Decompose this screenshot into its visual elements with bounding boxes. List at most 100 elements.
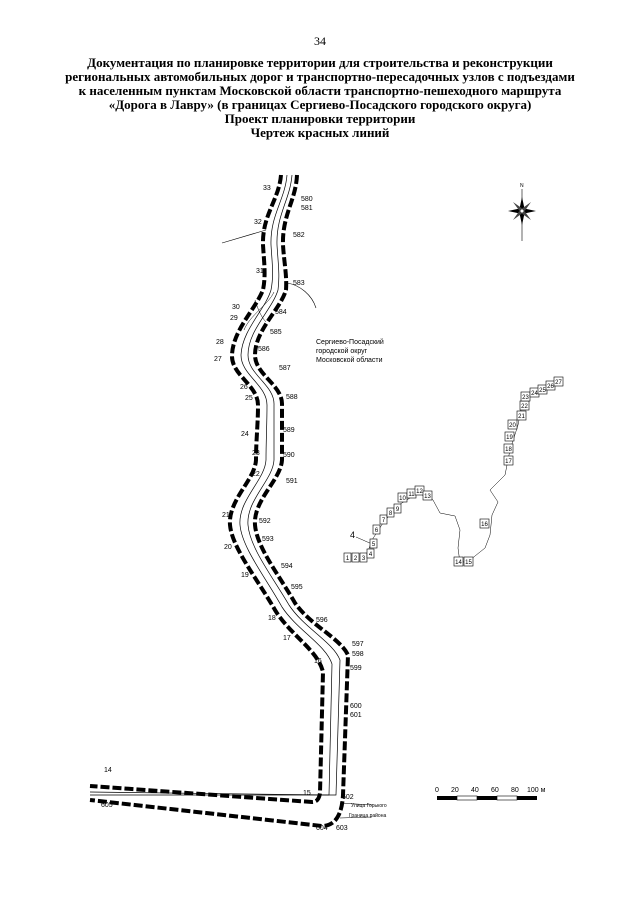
road-edge (254, 299, 267, 323)
point-label: 600 (350, 703, 362, 710)
inset-box-label: 13 (424, 494, 431, 500)
point-label: 584 (275, 309, 287, 316)
point-label: 31 (256, 268, 264, 275)
inset-box-label: 3 (362, 556, 366, 562)
point-label: 586 (258, 346, 270, 353)
scale-label: 60 (491, 787, 499, 794)
scale-label: 80 (511, 787, 519, 794)
point-label: 15 (303, 790, 311, 797)
region-label: Сергиево-Посадский городской округ Моско… (316, 338, 384, 364)
point-label: 595 (291, 584, 303, 591)
road-corridor (89, 174, 351, 829)
point-label: 582 (293, 232, 305, 239)
right-point-labels: 580 581 582 583 584 585 586 587 588 589 … (258, 196, 364, 832)
title-line: «Дорога в Лавру» (в границах Сергиево-По… (108, 97, 532, 112)
inset-box-label: 21 (518, 414, 525, 420)
scale-label: 40 (471, 787, 479, 794)
inset-box-label: 14 (455, 560, 462, 566)
inset-box-label: 1 (346, 556, 350, 562)
point-label: 32 (254, 219, 262, 226)
inset-box-label: 27 (555, 380, 562, 386)
inset-box-label: 12 (416, 489, 423, 495)
point-label: 603 (336, 825, 348, 832)
point-label: 596 (316, 617, 328, 624)
inset-box-label: 2 (354, 556, 358, 562)
inset-box-label: 19 (506, 435, 513, 441)
compass-rose-icon: N (508, 183, 536, 241)
point-label: 22 (252, 471, 260, 478)
inset-box-label: 8 (389, 511, 393, 517)
point-label: 17 (283, 635, 291, 642)
inset-box-label: 17 (505, 459, 512, 465)
context-lines (221, 229, 373, 819)
inset-box-label: 22 (521, 404, 528, 410)
left-point-labels: 33 32 31 30 29 28 27 26 25 24 23 22 21 2… (101, 185, 328, 832)
point-label: 16 (314, 658, 322, 665)
document-title: Документация по планировке территории дл… (60, 56, 580, 140)
inset-box-label: 25 (539, 388, 546, 394)
street-label: Граница района (349, 812, 386, 819)
point-label: 587 (279, 365, 291, 372)
inset-box-label: 10 (399, 496, 406, 502)
inset-overview-map: 4 1 2 3 4 5 6 7 8 9 10 11 12 13 14 15 16… (343, 376, 564, 567)
point-label: 18 (268, 615, 276, 622)
point-label: 593 (262, 536, 274, 543)
point-label: 19 (241, 572, 249, 579)
inset-box-label: 11 (408, 492, 415, 498)
scale-label: 0 (435, 787, 439, 794)
point-label: 29 (230, 315, 238, 322)
title-line: Проект планировки территории (224, 111, 416, 126)
inset-box-label: 9 (396, 507, 400, 513)
red-line-right (89, 174, 351, 829)
point-label: 30 (232, 304, 240, 311)
inset-box-label: 4 (369, 552, 373, 558)
point-label: 24 (241, 431, 249, 438)
point-label: 601 (350, 712, 362, 719)
road-edge (243, 291, 275, 331)
point-label: 583 (293, 280, 305, 287)
point-label: 589 (283, 427, 295, 434)
point-label: 597 (352, 641, 364, 648)
point-label: 26 (240, 384, 248, 391)
point-label: 14 (104, 767, 112, 774)
inset-box-label: 5 (372, 542, 376, 548)
scale-label: 20 (451, 787, 459, 794)
inset-box-label: 7 (382, 518, 386, 524)
region-label-line: городской округ (316, 347, 368, 355)
point-label: 602 (342, 794, 354, 801)
road-edge (90, 174, 341, 796)
inset-box-label: 16 (481, 522, 488, 528)
point-label: 581 (301, 205, 313, 212)
point-label: 605 (101, 802, 113, 809)
inset-label: 4 (350, 530, 355, 540)
title-line: к населенным пунктам Московской области … (78, 83, 562, 98)
point-label: 585 (270, 329, 282, 336)
page-number: 34 (314, 34, 326, 48)
point-label: 604 (316, 825, 328, 832)
point-label: 33 (263, 185, 271, 192)
point-label: 25 (245, 395, 253, 402)
scale-label: 100 м (527, 787, 546, 794)
point-label: 28 (216, 339, 224, 346)
point-label: 590 (283, 452, 295, 459)
title-line: Чертеж красных линий (250, 125, 390, 140)
point-label: 598 (352, 651, 364, 658)
region-label-line: Сергиево-Посадский (316, 338, 384, 346)
title-line: региональных автомобильных дорог и транс… (65, 69, 575, 84)
inset-box-label: 15 (465, 560, 472, 566)
point-label: 591 (286, 478, 298, 485)
region-label-line: Московской области (316, 356, 383, 364)
point-label: 21 (222, 512, 230, 519)
inset-box-label: 6 (375, 528, 379, 534)
point-label: 20 (224, 544, 232, 551)
point-label: 594 (281, 563, 293, 570)
inset-box-label: 24 (531, 391, 538, 397)
inset-box-label: 26 (547, 384, 554, 390)
road-edge (89, 174, 333, 796)
inset-route-line (365, 381, 561, 564)
point-label: 592 (259, 518, 271, 525)
title-line: Документация по планировке территории дл… (87, 55, 553, 70)
point-label: 599 (350, 665, 362, 672)
point-label: 588 (286, 394, 298, 401)
